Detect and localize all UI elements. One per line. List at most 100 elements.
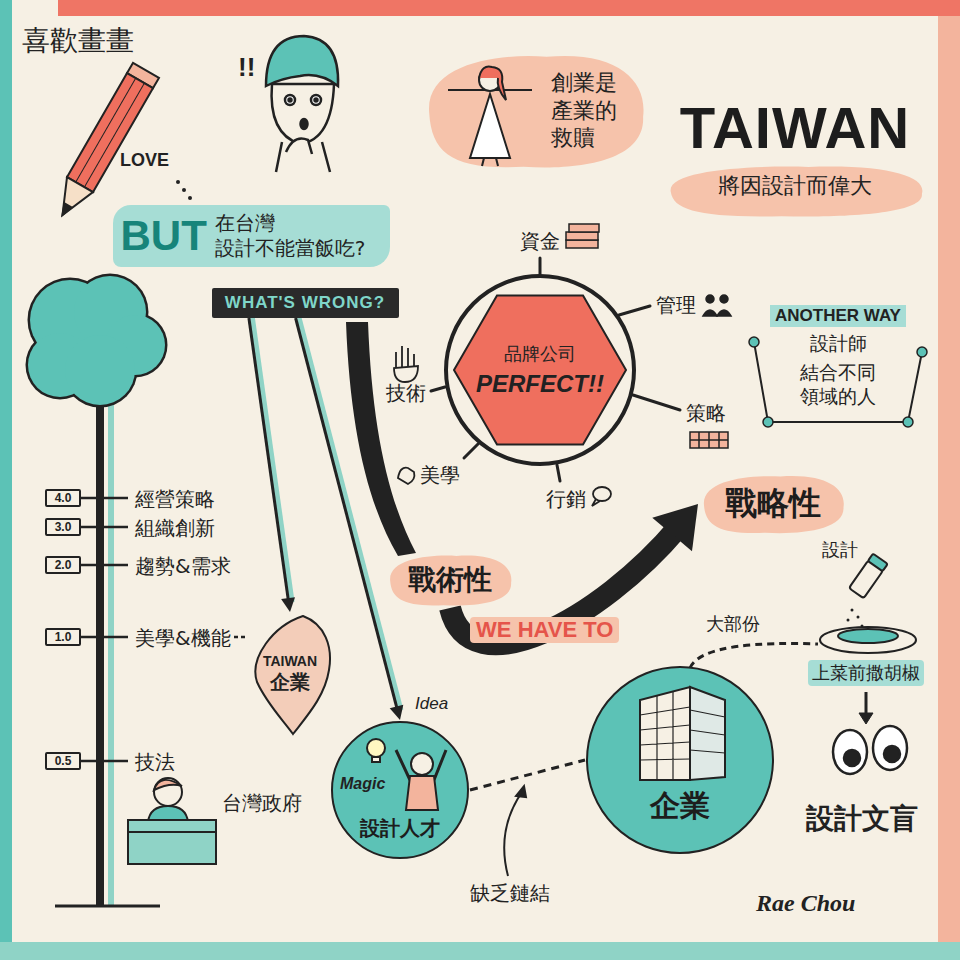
tree (108, 385, 114, 905)
node-text: BUT (121, 215, 207, 257)
talent-circle-shape (332, 722, 468, 858)
node-text: TAIWAN (680, 99, 910, 157)
highlight-note: 上菜前撒胡椒 (808, 660, 924, 686)
pencil (59, 203, 71, 217)
tree (65, 335, 135, 405)
keyboard-icon (690, 432, 728, 448)
note: Idea (415, 694, 448, 714)
frame-band (58, 0, 960, 16)
people-icon (703, 310, 717, 316)
surprised-face (286, 139, 312, 155)
connector-arrow (390, 705, 404, 720)
eyes (884, 746, 900, 762)
node-text: 4.0 (55, 491, 72, 505)
note: 缺乏鏈結 (470, 880, 550, 907)
surprised-face (272, 84, 334, 144)
pepper-dots (857, 616, 860, 619)
pencil (50, 63, 159, 223)
level-label: 美學&機能 (135, 625, 231, 652)
spoke (431, 387, 445, 391)
eyes (844, 750, 860, 766)
company-circle-shape (640, 687, 725, 780)
frame-band (0, 0, 12, 960)
surprised-face (315, 99, 318, 102)
tree (55, 905, 160, 908)
network-note-shape (749, 337, 759, 347)
level-box: 2.0 (45, 556, 81, 574)
node-text: 企業 (650, 786, 710, 827)
people-icon (720, 295, 728, 303)
company-circle-shape (640, 692, 725, 780)
pepper-dots (847, 609, 864, 628)
down-arrow (859, 713, 873, 724)
broken-link (470, 760, 585, 790)
official-figure (128, 820, 216, 864)
dots (176, 180, 192, 200)
figure-label: 台灣政府 (222, 790, 302, 817)
plate (820, 627, 916, 653)
heading-note: 喜歡畫畫 (22, 22, 134, 60)
leader-line (504, 792, 522, 876)
tactic-blob-shape (390, 556, 511, 606)
pepper-shaker (868, 554, 888, 572)
people-icon (706, 295, 714, 303)
eyes (873, 726, 907, 770)
brand-hexagon-shape (446, 276, 634, 464)
level-box: 3.0 (45, 518, 81, 536)
node-text: 品牌公司 (504, 342, 576, 366)
level-label: 技法 (135, 749, 175, 776)
spoke (557, 465, 560, 481)
spoke (619, 306, 650, 315)
factor-label: 技術 (386, 380, 426, 407)
hand-icon (394, 346, 418, 484)
node-text: 3.0 (55, 520, 72, 534)
leader-line (516, 786, 526, 797)
talent-circle-shape (396, 750, 446, 780)
network-note-shape (763, 417, 773, 427)
speech-bubble-icon (592, 499, 600, 506)
company-circle-shape (640, 687, 690, 780)
node-text: TAIWAN (263, 653, 317, 669)
dots (176, 180, 180, 184)
signature: Rae Chou (756, 890, 855, 917)
swoosh (346, 322, 416, 556)
down-arrow (865, 692, 868, 714)
node-text: 設計師 (810, 331, 867, 357)
eyes (833, 726, 907, 774)
talent-circle-shape (372, 757, 380, 762)
tree (26, 274, 168, 408)
factor-label: 行銷 (546, 486, 586, 513)
tree (26, 274, 168, 907)
pepper-dots (847, 619, 850, 622)
question-box: WHAT'S WRONG? (212, 288, 399, 318)
pepper-dots (851, 609, 854, 612)
node-text: 1.0 (55, 630, 72, 644)
hand-icon (394, 366, 418, 382)
company-circle-shape (585, 665, 775, 855)
level-tick (81, 564, 128, 567)
brand-hexagon: 品牌公司 PERFECT!! (440, 270, 640, 470)
level-label: 趨勢&需求 (135, 553, 231, 580)
factor-label: 美學 (420, 462, 460, 489)
talent-circle-shape (406, 776, 438, 810)
island-map: TAIWAN企業 (245, 612, 335, 737)
flow-arrow (652, 504, 698, 551)
network-note: ANOTHER WAY設計師結合不同領域的人 (748, 282, 928, 432)
pencil (50, 177, 93, 222)
money-icon (566, 232, 598, 240)
people-icon (703, 295, 731, 316)
level-tick (234, 636, 246, 639)
node-text: PERFECT!! (476, 370, 604, 398)
dots (188, 196, 192, 200)
network-note-shape (917, 347, 927, 357)
startup-blob-shape (482, 158, 484, 166)
node-text: 戰術性 (408, 561, 492, 599)
surprised-face (311, 95, 321, 105)
official-figure (128, 831, 216, 833)
startup-blob-shape (496, 158, 498, 166)
speech-bubble-icon (592, 487, 611, 506)
factor-label: 管理 (656, 292, 696, 319)
level-box: 4.0 (45, 489, 81, 507)
note: 設計文盲 (806, 800, 918, 838)
